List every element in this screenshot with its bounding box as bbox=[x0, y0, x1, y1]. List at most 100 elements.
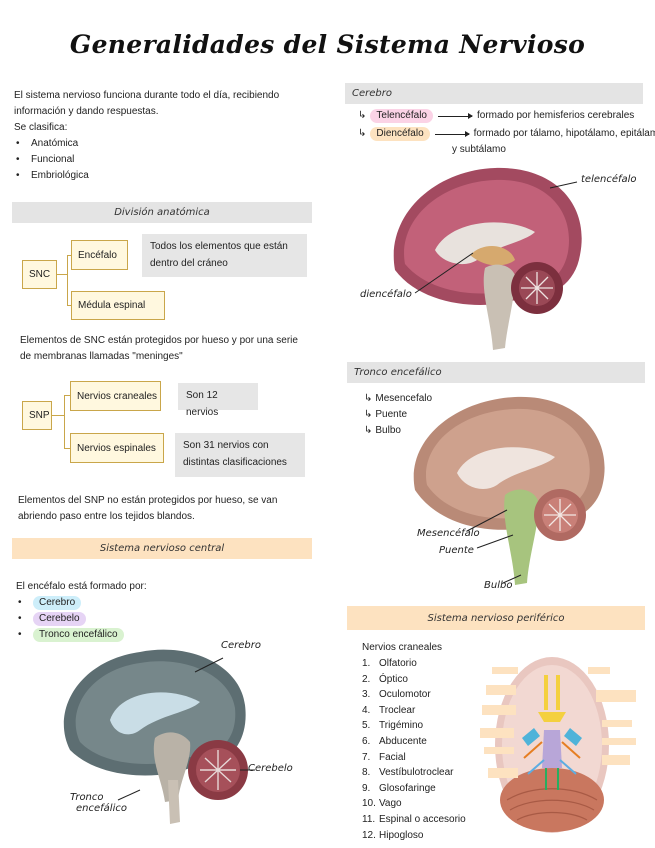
list-item: Embriológica bbox=[14, 168, 314, 184]
section-header-cerebro: Cerebro bbox=[345, 83, 643, 104]
nerves-subtitle: Nervios craneales bbox=[362, 642, 443, 653]
intro-line-2: información y dando respuestas. bbox=[14, 106, 159, 117]
list-item: 8.Vestíbulotroclear bbox=[362, 767, 454, 779]
corner-arrow-icon: ↳ bbox=[364, 409, 373, 420]
list-item: Funcional bbox=[14, 152, 314, 168]
list-item: 9.Glosofaringe bbox=[362, 782, 436, 794]
classification-list: Anatómica Funcional Embriológica bbox=[14, 136, 314, 184]
medula-box: Médula espinal bbox=[71, 291, 165, 320]
pill-cerebro: Cerebro bbox=[33, 596, 82, 610]
nerve-name: Troclear bbox=[379, 704, 416, 716]
nerve-name: Óptico bbox=[379, 673, 408, 685]
snp-note-line: Elementos del SNP no están protegidos po… bbox=[18, 495, 278, 506]
list-item: Tronco encefálico bbox=[16, 627, 316, 643]
arrow-icon bbox=[437, 112, 473, 119]
pill-telencefalo: Telencéfalo bbox=[370, 109, 433, 123]
snc-box: SNC bbox=[22, 260, 57, 289]
pill-diencefalo: Diencéfalo bbox=[370, 127, 430, 141]
nerve-name: Facial bbox=[379, 751, 406, 763]
encefalo-desc: Todos los elementos que están dentro del… bbox=[142, 234, 307, 277]
list-item: 1.Olfatorio bbox=[362, 658, 417, 669]
list-item: Anatómica bbox=[14, 136, 314, 152]
list-item: 7.Facial bbox=[362, 751, 406, 763]
list-item: 3.Oculomotor bbox=[362, 689, 431, 701]
espinales-desc-line: distintas clasificaciones bbox=[183, 457, 287, 468]
intro-line-1: El sistema nervioso funciona durante tod… bbox=[14, 90, 280, 101]
snp-note: Elementos del SNP no están protegidos po… bbox=[18, 493, 318, 525]
section-header-tronco: Tronco encefálico bbox=[347, 362, 645, 383]
list-item: Cerebelo bbox=[16, 611, 316, 627]
label-diencefalo: diencéfalo bbox=[360, 289, 412, 300]
nerve-name: Oculomotor bbox=[379, 689, 431, 701]
list-item: ↳Bulbo bbox=[364, 423, 432, 439]
intro-block: El sistema nervioso funciona durante tod… bbox=[14, 88, 314, 184]
brain-base-illustration bbox=[480, 657, 636, 833]
snp-box: SNP bbox=[22, 401, 52, 430]
list-item: 6.Abducente bbox=[362, 735, 427, 747]
snc-note: Elementos de SNC están protegidos por hu… bbox=[20, 333, 320, 365]
encefalo-box: Encéfalo bbox=[71, 240, 128, 270]
list-item: 11.Espinal o accesorio bbox=[362, 813, 466, 825]
brain-illustration-tronco bbox=[413, 396, 605, 585]
intro-line-3: Se clasifica: bbox=[14, 122, 68, 133]
craneales-desc: Son 12 nervios bbox=[178, 383, 258, 418]
corner-arrow-icon: ↳ bbox=[364, 393, 373, 404]
label-bulbo: Bulbo bbox=[484, 580, 513, 591]
nerve-name: Hipogloso bbox=[379, 829, 424, 841]
telencefalo-desc: formado por hemisferios cerebrales bbox=[476, 110, 635, 121]
list-item: Cerebro bbox=[16, 595, 316, 611]
label-cerebelo: Cerebelo bbox=[248, 763, 293, 774]
page-title: Generalidades del Sistema Nervioso bbox=[69, 30, 586, 59]
list-item: ↳Puente bbox=[364, 407, 432, 423]
list-item: 5.Trigémino bbox=[362, 720, 424, 732]
label-telencefalo: telencéfalo bbox=[581, 174, 637, 185]
tronco-item: Bulbo bbox=[375, 425, 401, 436]
tronco-list: ↳Mesencefalo ↳Puente ↳Bulbo bbox=[364, 391, 432, 439]
nerve-name: Espinal o accesorio bbox=[379, 813, 466, 825]
snc-note-line: Elementos de SNC están protegidos por hu… bbox=[20, 335, 298, 346]
encefalo-desc-line: dentro del cráneo bbox=[150, 258, 228, 269]
label-puente: Puente bbox=[439, 545, 474, 556]
row-diencefalo: ↳ Diencéfalo formado por tálamo, hipotál… bbox=[358, 126, 655, 142]
encefalo-parts-list: Cerebro Cerebelo Tronco encefálico bbox=[16, 595, 316, 643]
nerves-list: 1.Olfatorio 2.Óptico 3.Oculomotor 4.Troc… bbox=[362, 656, 466, 843]
nerve-name: Vestíbulotroclear bbox=[379, 767, 454, 779]
brain-illustration-snc bbox=[63, 649, 255, 824]
corner-arrow-icon: ↳ bbox=[358, 128, 367, 139]
list-item: 4.Troclear bbox=[362, 704, 416, 716]
nerves-block: Nervios craneales 1.Olfatorio 2.Óptico 3… bbox=[362, 640, 466, 843]
nerve-name: Abducente bbox=[379, 735, 427, 747]
snp-note-line: abriendo paso entre los tejidos blandos. bbox=[18, 511, 195, 522]
nerve-name: Glosofaringe bbox=[379, 782, 436, 794]
label-tronco-1: Tronco bbox=[70, 792, 104, 803]
list-item: 12.Hipogloso bbox=[362, 829, 424, 841]
section-header-snp: Sistema nervioso periférico bbox=[347, 606, 645, 630]
snc-intro: El encéfalo está formado por: Cerebro Ce… bbox=[16, 579, 316, 643]
nerve-name: Olfatorio bbox=[379, 658, 417, 669]
arrow-icon bbox=[434, 130, 470, 137]
nerve-name: Vago bbox=[379, 798, 402, 810]
craneales-box: Nervios craneales bbox=[70, 381, 161, 411]
corner-arrow-icon: ↳ bbox=[358, 110, 367, 121]
pill-tronco: Tronco encefálico bbox=[33, 628, 124, 642]
list-item: 2.Óptico bbox=[362, 673, 408, 685]
nerve-name: Trigémino bbox=[379, 720, 424, 732]
tronco-item: Puente bbox=[375, 409, 408, 420]
corner-arrow-icon: ↳ bbox=[364, 425, 373, 436]
pill-cerebelo: Cerebelo bbox=[33, 612, 86, 626]
snc-note-line: de membranas llamadas "meninges" bbox=[20, 351, 183, 362]
diencefalo-desc-2: y subtálamo bbox=[452, 144, 506, 155]
label-cerebro: Cerebro bbox=[221, 640, 261, 651]
section-header-snc: Sistema nervioso central bbox=[12, 538, 312, 559]
snc-intro-line: El encéfalo está formado por: bbox=[16, 581, 147, 592]
diencefalo-desc-1: formado por tálamo, hipotálamo, epitálam… bbox=[473, 128, 655, 139]
list-item: 10.Vago bbox=[362, 798, 402, 810]
section-header-division: División anatómica bbox=[12, 202, 312, 223]
brain-illustration-cerebro bbox=[393, 167, 582, 350]
tronco-item: Mesencefalo bbox=[375, 393, 433, 404]
espinales-box: Nervios espinales bbox=[70, 433, 164, 463]
encefalo-desc-line: Todos los elementos que están bbox=[150, 241, 288, 252]
row-telencefalo: ↳ Telencéfalo formado por hemisferios ce… bbox=[358, 108, 634, 124]
label-tronco-2: encefálico bbox=[76, 803, 127, 814]
espinales-desc-line: Son 31 nervios con bbox=[183, 440, 269, 451]
